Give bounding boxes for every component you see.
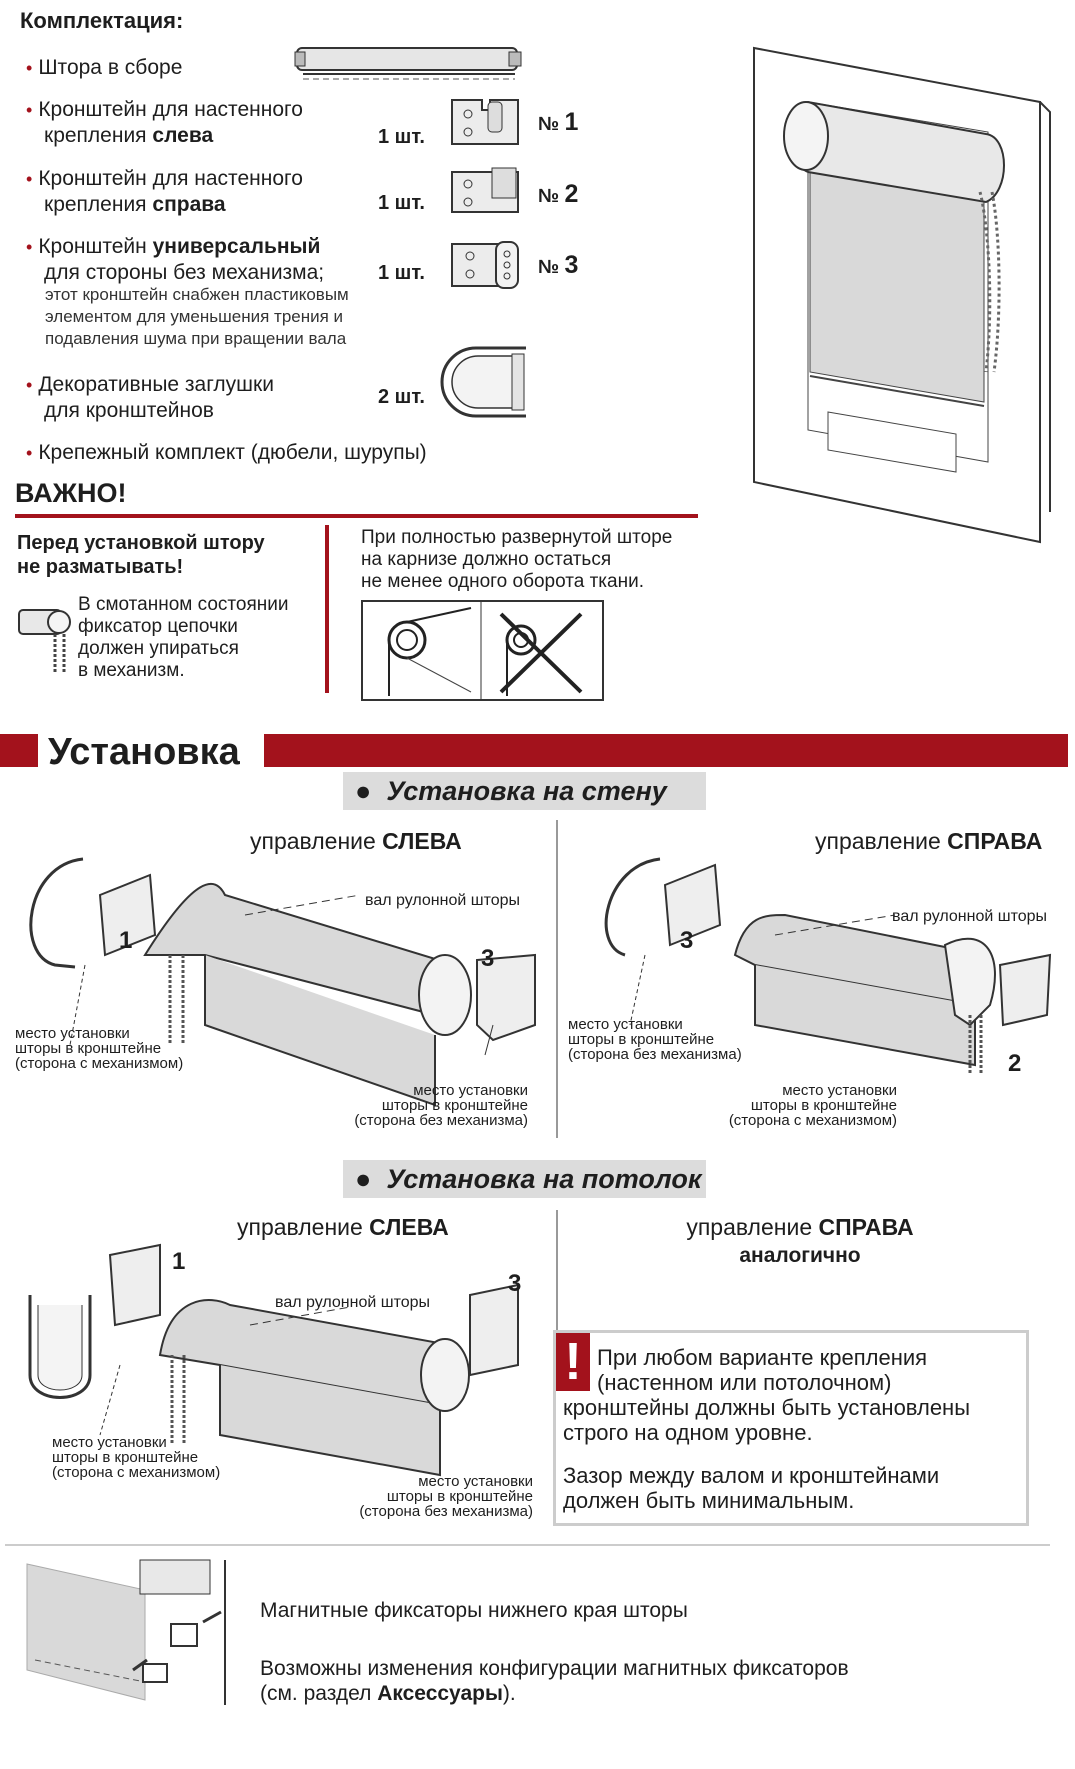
- kit-title: Комплектация:: [20, 8, 184, 33]
- ceiling-left-shaft-label: вал рулонной шторы: [275, 1294, 431, 1311]
- qty-bracket-right: 1 шт.: [378, 192, 425, 214]
- magnet-note: Возможны изменения конфигурации магнитны…: [260, 1657, 849, 1705]
- fabric-turn-illustration: [361, 600, 604, 701]
- wall-right-num-2: 2: [1008, 1050, 1022, 1077]
- bracket-3-number: № 3: [538, 251, 579, 279]
- ceiling-left-num-1: 1: [172, 1248, 186, 1275]
- ceiling-right-control: управление СПРАВА аналогично: [686, 1214, 914, 1267]
- kit-item-bracket-right: •Кронштейн для настенного крепления спра…: [26, 167, 303, 216]
- magnet-fixator-illustration: [26, 1559, 226, 1705]
- important-left-text: В смотанном состоянии фиксатор цепочки д…: [78, 594, 289, 681]
- chain-lock-icon: [18, 609, 71, 674]
- install-bar-right: [264, 734, 1068, 767]
- wall-divider: [556, 820, 558, 1138]
- ceiling-left-num-3: 3: [508, 1270, 522, 1297]
- wall-right-shaft-label: вал рулонной шторы: [892, 908, 1048, 925]
- kit-item-fasteners: •Крепежный комплект (дюбели, шурупы): [26, 441, 427, 464]
- bracket-3-icon: [451, 241, 519, 289]
- warning-text-1a: При любом варианте крепления(настенном и…: [597, 1345, 928, 1395]
- important-title: ВАЖНО!: [15, 478, 127, 508]
- assembled-blind-icon: [294, 47, 522, 80]
- wall-left-num-3: 3: [481, 945, 495, 972]
- wall-left-shaft-label: вал рулонной шторы: [365, 892, 521, 909]
- bracket-1-number: № 1: [538, 108, 579, 136]
- bracket-1-icon: [451, 99, 519, 145]
- bottom-rule: [5, 1544, 1050, 1546]
- wall-mount-label: ● Установка на стену: [343, 772, 706, 810]
- warning-mark: !: [556, 1333, 590, 1391]
- important-divider: [325, 525, 329, 693]
- universal-bracket-note: этот кронштейн снабжен пластиковым элеме…: [45, 285, 349, 348]
- bracket-cap-icon: [440, 346, 526, 418]
- qty-bracket-universal: 1 шт.: [378, 262, 425, 284]
- wall-right-num-3: 3: [680, 927, 694, 954]
- qty-caps: 2 шт.: [378, 386, 425, 408]
- ceiling-left-diagram: [28, 1243, 519, 1477]
- kit-item-bracket-universal: •Кронштейн универсальный для стороны без…: [26, 235, 325, 284]
- kit-item-blind: •Штора в сборе: [26, 56, 183, 79]
- window-blind-illustration: [753, 46, 1051, 544]
- wall-left-control: управление СЛЕВА: [250, 828, 462, 854]
- kit-item-caps: •Декоративные заглушки для кронштейнов: [26, 373, 274, 422]
- wall-right-control: управление СПРАВА: [815, 828, 1043, 854]
- qty-bracket-left: 1 шт.: [378, 126, 425, 148]
- wall-right-diagram: [604, 857, 1052, 1075]
- important-rule: [15, 514, 698, 518]
- wall-left-num-1: 1: [119, 927, 133, 954]
- important-right-text: При полностью развернутой шторе на карни…: [361, 527, 673, 592]
- ceiling-left-control: управление СЛЕВА: [237, 1214, 449, 1240]
- bracket-2-icon: [451, 167, 519, 213]
- level-warning-box: [553, 1330, 1029, 1526]
- ceiling-mount-label: ● Установка на потолок: [343, 1160, 706, 1198]
- magnet-title: Магнитные фиксаторы нижнего края шторы: [260, 1599, 688, 1622]
- kit-item-bracket-left: •Кронштейн для настенного крепления слев…: [26, 98, 303, 147]
- install-bar-left: [0, 734, 38, 767]
- wall-left-diagram: [29, 857, 536, 1107]
- bracket-2-number: № 2: [538, 180, 579, 208]
- install-title: Установка: [48, 731, 240, 773]
